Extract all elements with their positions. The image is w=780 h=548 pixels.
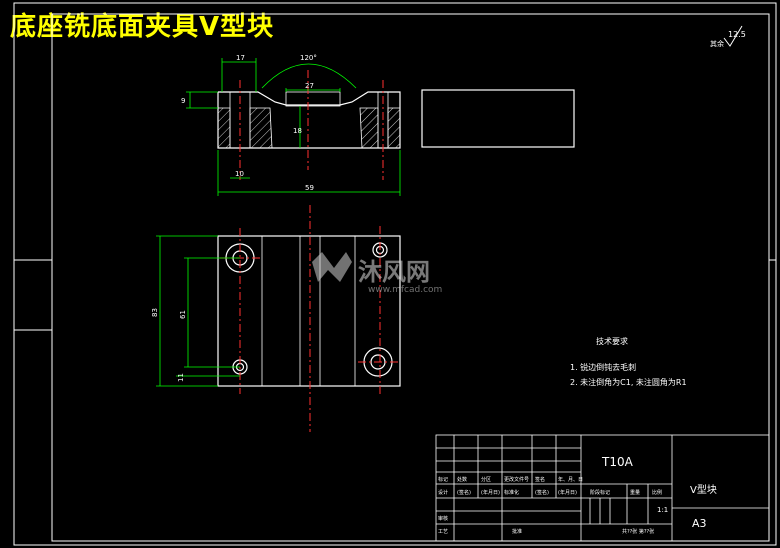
label-standard-date: (年月日): [558, 489, 577, 496]
dim-hole-spacing: 61: [179, 310, 187, 319]
dim-slot-width: 27: [305, 82, 314, 90]
label-count: 处数: [457, 476, 467, 483]
label-date: 年、月、日: [558, 476, 583, 483]
label-stage: 阶段标记: [590, 489, 610, 496]
dim-angle: 120°: [300, 54, 317, 62]
label-signature: 签名: [535, 476, 545, 483]
plan-dimensions: [156, 235, 240, 387]
page-title: 底座铣底面夹具V型块: [10, 12, 275, 42]
dim-left-height: 9: [181, 97, 185, 105]
tech-heading: 技术要求: [596, 336, 628, 346]
tech-line-1: 1. 锐边倒钝去毛刺: [570, 362, 636, 372]
label-standard-sign: (签名): [535, 489, 549, 496]
material-code: T10A: [601, 455, 634, 469]
watermark-logo-icon: [312, 252, 352, 282]
title-block-text: T10A V型块 A3 1:1 标记 处数 分区 更改文件号 签名 年、月、日 …: [438, 455, 717, 535]
part-name: V型块: [690, 483, 717, 496]
dim-overall-width: 59: [305, 184, 314, 192]
watermark-url: www.mfcad.com: [368, 285, 442, 295]
label-design: 设计: [438, 489, 448, 496]
dim-hole-offset: 11: [177, 373, 185, 382]
label-standard: 标准化: [504, 489, 519, 496]
label-change-doc: 更改文件号: [504, 476, 529, 483]
label-design-sign: (签名): [457, 489, 471, 496]
front-dimension-labels: 17 120° 27 9 18 10 59: [181, 54, 317, 192]
roughness-note: 其余: [710, 39, 724, 48]
tech-line-2: 2. 未注倒角为C1, 未注圆角为R1: [570, 377, 687, 387]
side-view: [421, 89, 575, 148]
dim-top-width: 17: [236, 54, 245, 62]
watermark-brand: 沐风网: [358, 258, 430, 286]
label-zone: 分区: [481, 476, 491, 483]
label-scale: 比例: [652, 489, 662, 496]
technical-requirements: 技术要求 1. 锐边倒钝去毛刺 2. 未注倒角为C1, 未注圆角为R1: [570, 336, 687, 387]
roughness-symbol: 12.5 其余: [710, 25, 746, 48]
dim-bottom-left: 10: [235, 170, 244, 178]
plan-centerlines: [220, 205, 400, 432]
plan-dimension-labels: 83 61 11: [151, 308, 187, 382]
dim-v-depth: 18: [293, 127, 302, 135]
sheet-border: [13, 2, 777, 546]
front-dimensions: [186, 58, 401, 196]
label-review: 审核: [438, 515, 448, 522]
sheet-info: 共??张 第??张: [622, 528, 654, 535]
front-view: [217, 70, 401, 180]
label-process: 工艺: [438, 529, 448, 535]
label-mark: 标记: [438, 476, 448, 483]
roughness-value: 12.5: [728, 30, 746, 39]
label-design-date: (年月日): [481, 489, 500, 496]
label-approve: 批准: [512, 528, 522, 535]
label-weight: 重量: [630, 489, 640, 496]
scale-value: 1:1: [657, 506, 668, 514]
watermark: 沐风网 www.mfcad.com: [312, 252, 442, 295]
dim-plan-height: 83: [151, 308, 159, 317]
title-block: [435, 434, 770, 542]
sheet-size: A3: [692, 517, 707, 530]
